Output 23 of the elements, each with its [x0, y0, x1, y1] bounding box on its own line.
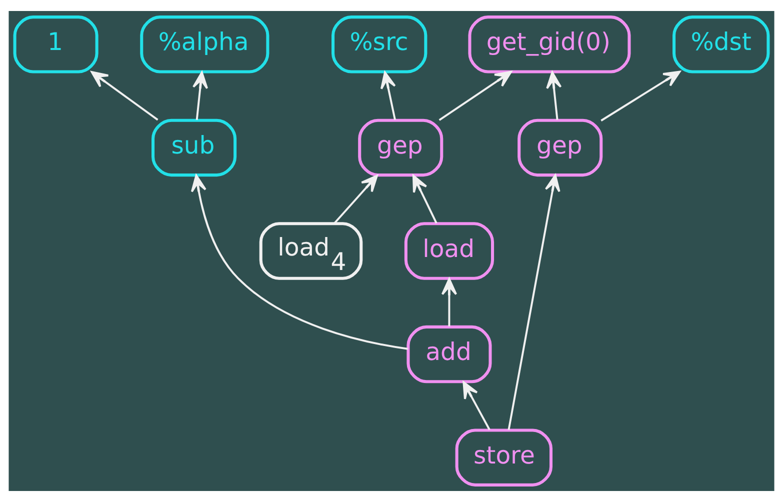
arrow: [508, 174, 560, 430]
arrow: [192, 71, 208, 120]
arrow: [438, 70, 512, 121]
arrow: [441, 278, 458, 326]
arrow: [380, 71, 396, 120]
node-box: add: [406, 325, 492, 384]
node-box: gep: [518, 118, 603, 177]
arrow: [412, 174, 438, 224]
node-box: get_gid(0): [468, 16, 631, 74]
arrow: [546, 71, 562, 120]
node-box: 1: [13, 16, 98, 74]
arrow: [462, 381, 490, 430]
arrow: [90, 71, 158, 121]
node-box: %alpha: [140, 16, 270, 74]
node-box: store: [455, 428, 553, 486]
node-box: load: [404, 222, 494, 280]
arrow: [190, 174, 408, 350]
node-box: gep: [358, 118, 444, 177]
node-box: %src: [332, 16, 428, 74]
arrow: [600, 70, 681, 122]
node-box: sub: [152, 118, 237, 177]
node-box: %dst: [672, 16, 770, 74]
arrow: [334, 174, 378, 224]
